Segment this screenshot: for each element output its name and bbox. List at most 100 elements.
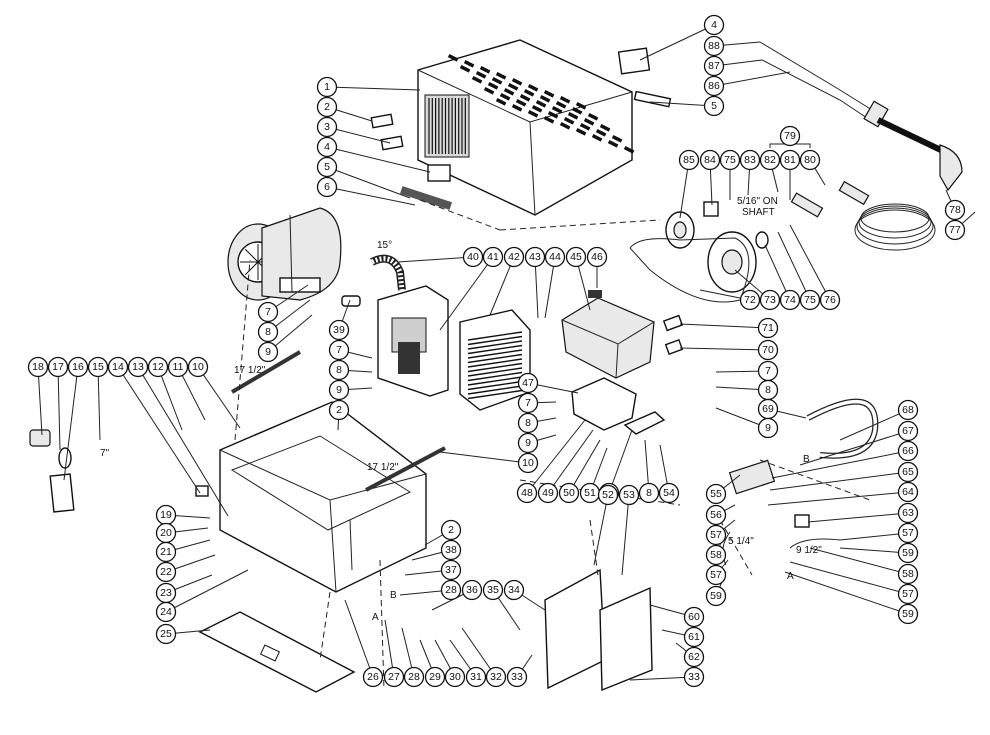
- callout-number: 8: [265, 326, 271, 338]
- callout-number: 21: [160, 546, 172, 558]
- callout-number: 7: [765, 365, 771, 377]
- callout-7: 7: [517, 392, 539, 414]
- callout-64: 64: [897, 481, 919, 503]
- control-cover-slot: [467, 340, 523, 350]
- dimension-label: 9 1/2": [796, 545, 822, 556]
- electric-motor: [227, 207, 342, 301]
- leader-line: [544, 256, 556, 319]
- cover-vent-slot: [571, 106, 583, 115]
- callout-number: 83: [744, 154, 756, 166]
- pump-mount-plate: [571, 377, 666, 435]
- cover-vent-slot: [483, 86, 495, 95]
- callout-number: 70: [762, 344, 774, 356]
- callout-4: 4: [316, 136, 338, 158]
- callout-86: 86: [703, 75, 725, 97]
- control-cover-slot: [467, 389, 523, 400]
- callout-number: 54: [663, 487, 675, 499]
- callout-number: 86: [708, 80, 720, 92]
- cover-vent-slot: [519, 93, 531, 102]
- callout-62: 62: [683, 646, 705, 668]
- callout-number: 12: [152, 361, 164, 373]
- callout-33: 33: [506, 666, 528, 688]
- leader-line: [439, 256, 494, 331]
- leader-line: [344, 599, 374, 678]
- leader-line: [326, 186, 416, 206]
- callout-59: 59: [705, 585, 727, 607]
- cover-vent-slot: [495, 97, 507, 106]
- callout-number: 18: [32, 361, 44, 373]
- leader-line: [439, 451, 529, 464]
- callout-number: 59: [902, 608, 914, 620]
- leader-line: [137, 366, 229, 517]
- callout-25: 25: [155, 623, 177, 645]
- callout-number: 49: [542, 487, 554, 499]
- cover-vent-slot: [471, 75, 483, 84]
- callout-bubble: [703, 75, 725, 97]
- callout-bubble: [897, 522, 919, 544]
- control-cover-slot: [467, 380, 523, 391]
- callout-9: 9: [257, 341, 279, 363]
- callout-17: 17: [47, 356, 69, 378]
- callout-bubble: [147, 356, 169, 378]
- callout-number: 85: [683, 154, 695, 166]
- callout-number: 79: [784, 130, 796, 142]
- leader-line: [534, 256, 539, 319]
- callout-number: 30: [449, 671, 461, 683]
- cover-vent-slot: [567, 111, 579, 120]
- callout-number: 78: [949, 204, 961, 216]
- callout-58: 58: [705, 544, 727, 566]
- callout-41: 41: [482, 246, 504, 268]
- callout-number: 61: [688, 631, 700, 643]
- leader-line: [326, 166, 411, 199]
- callout-number: 1: [324, 81, 330, 93]
- callout-number: 71: [762, 322, 774, 334]
- callout-number: 44: [549, 251, 561, 263]
- callout-60: 60: [683, 606, 705, 628]
- dimension-label: 17 1/2": [234, 365, 266, 376]
- callout-number: 77: [949, 224, 961, 236]
- cover-vent-slot: [563, 116, 575, 125]
- callout-number: 67: [902, 425, 914, 437]
- callout-number: 8: [765, 384, 771, 396]
- callout-bubble: [257, 301, 279, 323]
- cover-vent-slot: [543, 115, 555, 124]
- callout-8: 8: [328, 359, 350, 381]
- callout-bubble: [759, 149, 781, 171]
- callout-79: 79: [779, 125, 801, 147]
- callout-number: 28: [445, 584, 457, 596]
- callout-81: 81: [779, 149, 801, 171]
- callout-number: 62: [688, 651, 700, 663]
- callout-number: 57: [902, 527, 914, 539]
- callout-bubble: [705, 524, 727, 546]
- callout-number: 33: [688, 671, 700, 683]
- callout-57: 57: [705, 564, 727, 586]
- callout-number: 81: [784, 154, 796, 166]
- callout-bubble: [517, 432, 539, 454]
- callout-75: 75: [799, 289, 821, 311]
- callout-bubble: [799, 289, 821, 311]
- callout-bubble: [658, 482, 680, 504]
- cover-vent-slot: [559, 95, 571, 104]
- callout-bubble: [517, 412, 539, 434]
- cover-vent-slot: [503, 87, 515, 96]
- fan-spoke: [244, 248, 259, 263]
- callout-57: 57: [705, 524, 727, 546]
- callout-bubble: [705, 544, 727, 566]
- callout-number: 22: [160, 566, 172, 578]
- leader-line: [771, 450, 909, 479]
- callout-27: 27: [383, 666, 405, 688]
- cover-vent-slot: [547, 110, 559, 119]
- callout-bubble: [705, 504, 727, 526]
- leader-line: [639, 24, 715, 61]
- callout-number: 37: [445, 564, 457, 576]
- callout-number: 9: [525, 437, 531, 449]
- callout-bubble: [316, 96, 338, 118]
- leader-line: [784, 571, 909, 615]
- callout-number: 19: [160, 509, 172, 521]
- callout-bubble: [558, 482, 580, 504]
- callout-number: 38: [445, 544, 457, 556]
- callout-bubble: [524, 246, 546, 268]
- callout-74: 74: [779, 289, 801, 311]
- callout-number: 74: [784, 294, 796, 306]
- callout-bubble: [638, 482, 660, 504]
